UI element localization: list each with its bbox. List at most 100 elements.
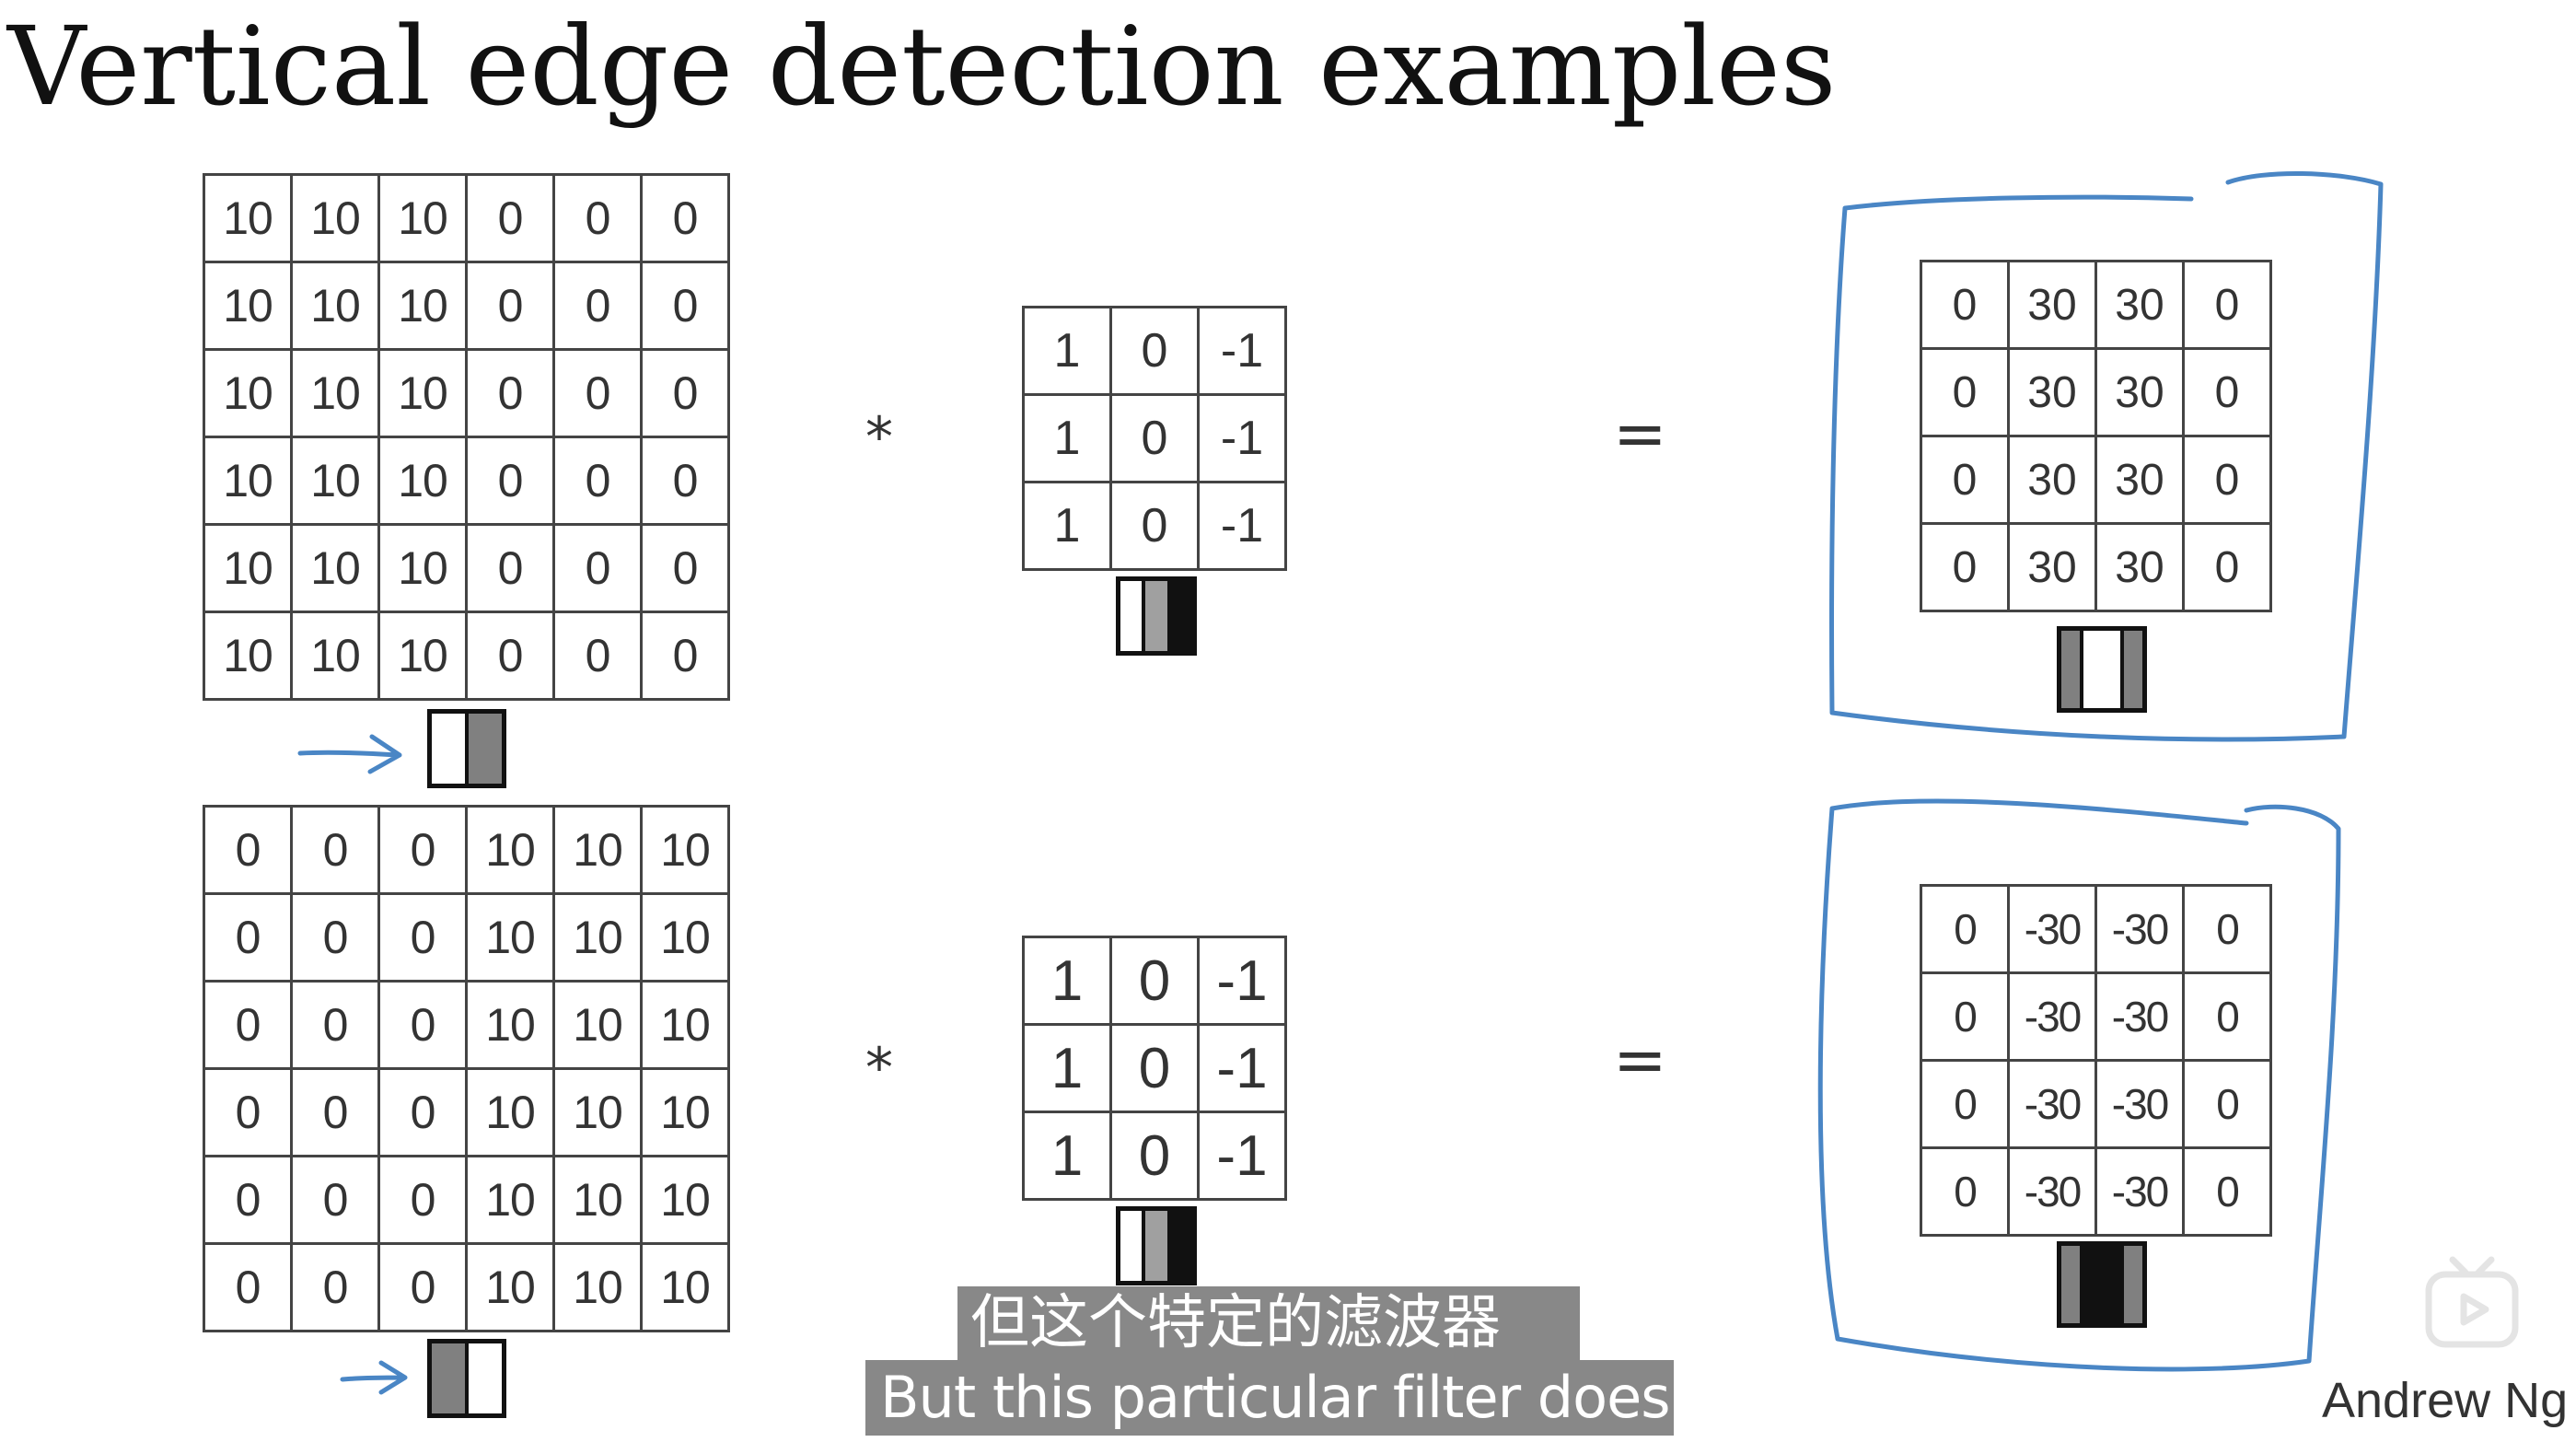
filter-cell: -1 bbox=[1200, 1026, 1287, 1113]
input-cell: 0 bbox=[380, 895, 468, 983]
output-cell: 0 bbox=[1922, 262, 2010, 350]
convolution-operator: * bbox=[865, 1036, 893, 1100]
input-cell: 10 bbox=[380, 176, 468, 263]
input-cell: 0 bbox=[643, 526, 730, 613]
input-cell: 10 bbox=[380, 438, 468, 526]
output-cell: -30 bbox=[2097, 1062, 2185, 1149]
input-cell: 0 bbox=[555, 351, 643, 438]
filter-cell: 0 bbox=[1112, 938, 1200, 1026]
input-cell: 0 bbox=[643, 351, 730, 438]
filter-cell: 1 bbox=[1025, 1113, 1112, 1201]
filter-cell: -1 bbox=[1200, 1113, 1287, 1201]
input-cell: 0 bbox=[293, 1070, 380, 1157]
input-cell: 10 bbox=[380, 613, 468, 701]
input-cell: 10 bbox=[643, 808, 730, 895]
output-cell: 30 bbox=[2010, 350, 2097, 437]
input-cell: 0 bbox=[205, 1245, 293, 1332]
output-cell: -30 bbox=[2010, 1062, 2097, 1149]
output-cell: 0 bbox=[2185, 974, 2272, 1062]
input-cell: 0 bbox=[293, 895, 380, 983]
output-cell: -30 bbox=[2010, 887, 2097, 974]
output-cell: 30 bbox=[2010, 262, 2097, 350]
output-cell: 30 bbox=[2097, 350, 2185, 437]
output-cell: 0 bbox=[1922, 1062, 2010, 1149]
subtitle-english: But this particular filter does bbox=[865, 1360, 1674, 1436]
output-cell: 30 bbox=[2097, 437, 2185, 525]
output-cell: 0 bbox=[1922, 887, 2010, 974]
output-cell: 0 bbox=[1922, 350, 2010, 437]
output-cell: 30 bbox=[2097, 262, 2185, 350]
output-cell: -30 bbox=[2010, 1149, 2097, 1237]
input-cell: 10 bbox=[555, 808, 643, 895]
output-cell: 0 bbox=[2185, 1062, 2272, 1149]
input-cell: 0 bbox=[205, 1070, 293, 1157]
input-cell: 0 bbox=[468, 526, 555, 613]
input-cell: 10 bbox=[468, 1157, 555, 1245]
input-cell: 10 bbox=[555, 983, 643, 1070]
filter-cell: 0 bbox=[1112, 483, 1200, 571]
input-cell: 10 bbox=[468, 1245, 555, 1332]
input-cell: 10 bbox=[380, 526, 468, 613]
input-cell: 10 bbox=[643, 1070, 730, 1157]
output-cell: -30 bbox=[2097, 974, 2185, 1062]
output-cell: 30 bbox=[2010, 437, 2097, 525]
input-cell: 10 bbox=[555, 1070, 643, 1157]
input-cell: 0 bbox=[205, 895, 293, 983]
input-cell: 10 bbox=[205, 526, 293, 613]
input-top-intensity-swatch bbox=[427, 709, 506, 788]
output-cell: 0 bbox=[2185, 350, 2272, 437]
input-cell: 0 bbox=[205, 808, 293, 895]
input-cell: 0 bbox=[643, 263, 730, 351]
filter-cell: 0 bbox=[1112, 1113, 1200, 1201]
input-cell: 0 bbox=[205, 983, 293, 1070]
output-cell: 0 bbox=[1922, 437, 2010, 525]
input-cell: 10 bbox=[293, 176, 380, 263]
input-cell: 0 bbox=[380, 1157, 468, 1245]
input-cell: 0 bbox=[380, 1245, 468, 1332]
input-cell: 0 bbox=[555, 438, 643, 526]
input-cell: 0 bbox=[380, 1070, 468, 1157]
input-cell: 10 bbox=[555, 1245, 643, 1332]
input-cell: 0 bbox=[468, 351, 555, 438]
input-cell: 0 bbox=[468, 263, 555, 351]
equals-sign: = bbox=[1613, 396, 1667, 471]
input-cell: 10 bbox=[205, 613, 293, 701]
video-player-logo-icon bbox=[2425, 1256, 2519, 1348]
output-cell: 0 bbox=[1922, 1149, 2010, 1237]
output-cell: 30 bbox=[2097, 525, 2185, 612]
output-cell: 0 bbox=[2185, 1149, 2272, 1237]
filter-cell: -1 bbox=[1200, 483, 1287, 571]
input-cell: 10 bbox=[468, 983, 555, 1070]
input-cell: 0 bbox=[555, 613, 643, 701]
output-cell: 0 bbox=[1922, 525, 2010, 612]
filter-top-intensity-swatch bbox=[1116, 576, 1197, 656]
input-cell: 0 bbox=[468, 613, 555, 701]
input-cell: 10 bbox=[643, 1157, 730, 1245]
input-cell: 0 bbox=[293, 983, 380, 1070]
filter-cell: -1 bbox=[1200, 938, 1287, 1026]
filter-cell: 0 bbox=[1112, 396, 1200, 483]
input-cell: 10 bbox=[380, 351, 468, 438]
output-cell: 0 bbox=[2185, 262, 2272, 350]
input-cell: 10 bbox=[380, 263, 468, 351]
input-cell: 0 bbox=[555, 526, 643, 613]
output-cell: -30 bbox=[2097, 1149, 2185, 1237]
filter-cell: 1 bbox=[1025, 483, 1112, 571]
filter-cell: -1 bbox=[1200, 308, 1287, 396]
input-cell: 10 bbox=[643, 983, 730, 1070]
output-cell: 30 bbox=[2010, 525, 2097, 612]
input-cell: 10 bbox=[555, 895, 643, 983]
input-cell: 10 bbox=[205, 351, 293, 438]
output-cell: -30 bbox=[2010, 974, 2097, 1062]
filter-cell: 1 bbox=[1025, 308, 1112, 396]
input-cell: 0 bbox=[555, 176, 643, 263]
arrow-right-icon bbox=[340, 1360, 408, 1395]
input-cell: 0 bbox=[293, 1157, 380, 1245]
input-bottom-intensity-swatch bbox=[427, 1339, 506, 1418]
filter-cell: 1 bbox=[1025, 396, 1112, 483]
